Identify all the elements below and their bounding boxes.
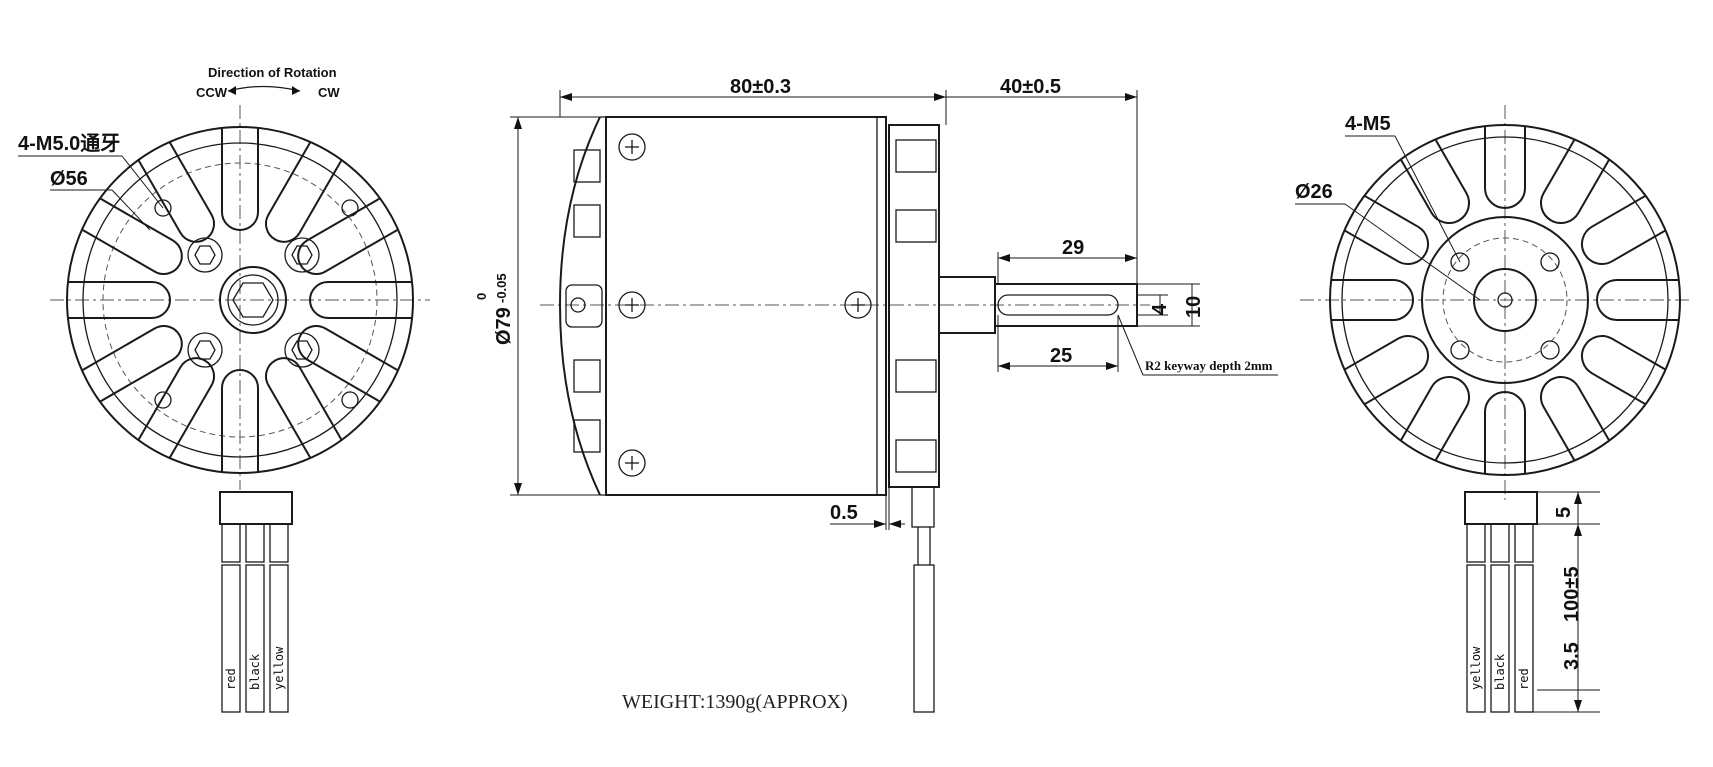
side-rear-cap bbox=[888, 124, 940, 488]
rear-hub-plate bbox=[1421, 216, 1589, 384]
vent-slot bbox=[81, 325, 183, 403]
vent-slot bbox=[1484, 391, 1526, 474]
front-wire-yellow: yellow bbox=[272, 646, 286, 690]
dim-lead-5: 5 bbox=[1553, 507, 1575, 518]
rear-view: yellow black red 4-M5 Ø26 5 100±5 3.5 bbox=[1295, 105, 1690, 713]
rotation-title: Direction of Rotation bbox=[208, 65, 337, 80]
front-outer-ring bbox=[66, 126, 414, 474]
vent-slot bbox=[137, 357, 215, 459]
side-body bbox=[605, 116, 887, 496]
vent-slot bbox=[265, 141, 343, 243]
fin bbox=[895, 439, 937, 473]
rear-thread-label: 4-M5 bbox=[1345, 113, 1391, 135]
weight-label: WEIGHT:1390g(APPROX) bbox=[622, 691, 848, 713]
vent-slot bbox=[1581, 335, 1667, 406]
rear-mount-holes bbox=[1450, 252, 1560, 360]
dim-gap-05: 0.5 bbox=[830, 502, 858, 524]
fin bbox=[573, 204, 601, 238]
vent-slot bbox=[1540, 138, 1611, 224]
rear-wire-yellow: yellow bbox=[1469, 646, 1483, 690]
vent-slot bbox=[81, 197, 183, 275]
vent-slot bbox=[1343, 194, 1429, 265]
front-wire-red: red bbox=[224, 668, 238, 690]
dim-shaft-29: 29 bbox=[1062, 237, 1084, 259]
keyway-note: R2 keyway depth 2mm bbox=[1145, 358, 1273, 373]
rear-wire-black: black bbox=[1493, 653, 1507, 690]
fin bbox=[573, 359, 601, 393]
front-hex-nuts bbox=[187, 237, 320, 368]
front-vent-slots bbox=[68, 128, 412, 472]
vent-slot bbox=[1596, 279, 1679, 321]
fin bbox=[895, 209, 937, 243]
rear-hub bbox=[1473, 268, 1537, 332]
dim-body-diameter: Ø79 bbox=[493, 307, 515, 345]
dim-shaft-length: 40±0.5 bbox=[1000, 76, 1061, 98]
side-screws bbox=[618, 133, 872, 477]
vent-slot bbox=[221, 128, 259, 231]
vent-slot bbox=[1331, 279, 1414, 321]
front-wire-black: black bbox=[248, 653, 262, 690]
side-rear-fins bbox=[895, 139, 937, 473]
rear-wire-red: red bbox=[1517, 668, 1531, 690]
vent-slot bbox=[309, 281, 412, 319]
vent-slot bbox=[1399, 376, 1470, 462]
front-mount-holes bbox=[154, 199, 359, 409]
side-lead-wire bbox=[913, 564, 935, 713]
front-view: red black yellow Direction of Rotation C… bbox=[18, 65, 430, 713]
dim-keyway-4: 4 bbox=[1149, 303, 1171, 315]
dim-dia-tol-lower: -0.05 bbox=[494, 273, 509, 303]
rear-vent-slots bbox=[1331, 126, 1679, 474]
fin bbox=[573, 419, 601, 453]
side-shaft bbox=[994, 283, 1138, 327]
vent-slot bbox=[1343, 335, 1429, 406]
vent-slot bbox=[1581, 194, 1667, 265]
front-hub bbox=[219, 266, 287, 334]
vent-slot bbox=[1540, 376, 1611, 462]
rear-diameter-label: Ø26 bbox=[1295, 181, 1333, 203]
vent-slot bbox=[1484, 126, 1526, 209]
vent-slot bbox=[1399, 138, 1470, 224]
rotation-arrow-icon bbox=[227, 85, 301, 92]
side-front-cap bbox=[558, 116, 601, 496]
ccw-label: CCW bbox=[196, 85, 228, 100]
dim-shaft-25: 25 bbox=[1050, 345, 1072, 367]
front-thread-label: 4-M5.0通牙 bbox=[18, 132, 120, 155]
fin bbox=[895, 359, 937, 393]
vent-slot bbox=[68, 281, 171, 319]
vent-slot bbox=[137, 141, 215, 243]
rear-bolt-circle bbox=[1442, 237, 1568, 363]
side-front-fins bbox=[573, 149, 601, 453]
front-diameter-label: Ø56 bbox=[50, 168, 88, 190]
vent-slot bbox=[221, 369, 259, 472]
keyway-slot bbox=[997, 294, 1119, 316]
side-view: 80±0.3 40±0.5 Ø79 0 -0.05 29 25 4 bbox=[474, 76, 1278, 713]
vent-slot bbox=[297, 325, 399, 403]
front-bolt-circle bbox=[102, 162, 378, 438]
dim-lead-35: 3.5 bbox=[1561, 642, 1583, 670]
rear-outer-ring bbox=[1329, 124, 1681, 476]
fin bbox=[895, 139, 937, 173]
dim-lead-100: 100±5 bbox=[1561, 567, 1583, 622]
vent-slot bbox=[265, 357, 343, 459]
dim-dia-tol-upper: 0 bbox=[474, 293, 489, 300]
vent-slot bbox=[297, 197, 399, 275]
cw-label: CW bbox=[318, 85, 340, 100]
fin bbox=[573, 149, 601, 183]
dim-keyway-10: 10 bbox=[1183, 296, 1205, 318]
dim-body-length: 80±0.3 bbox=[730, 76, 791, 98]
